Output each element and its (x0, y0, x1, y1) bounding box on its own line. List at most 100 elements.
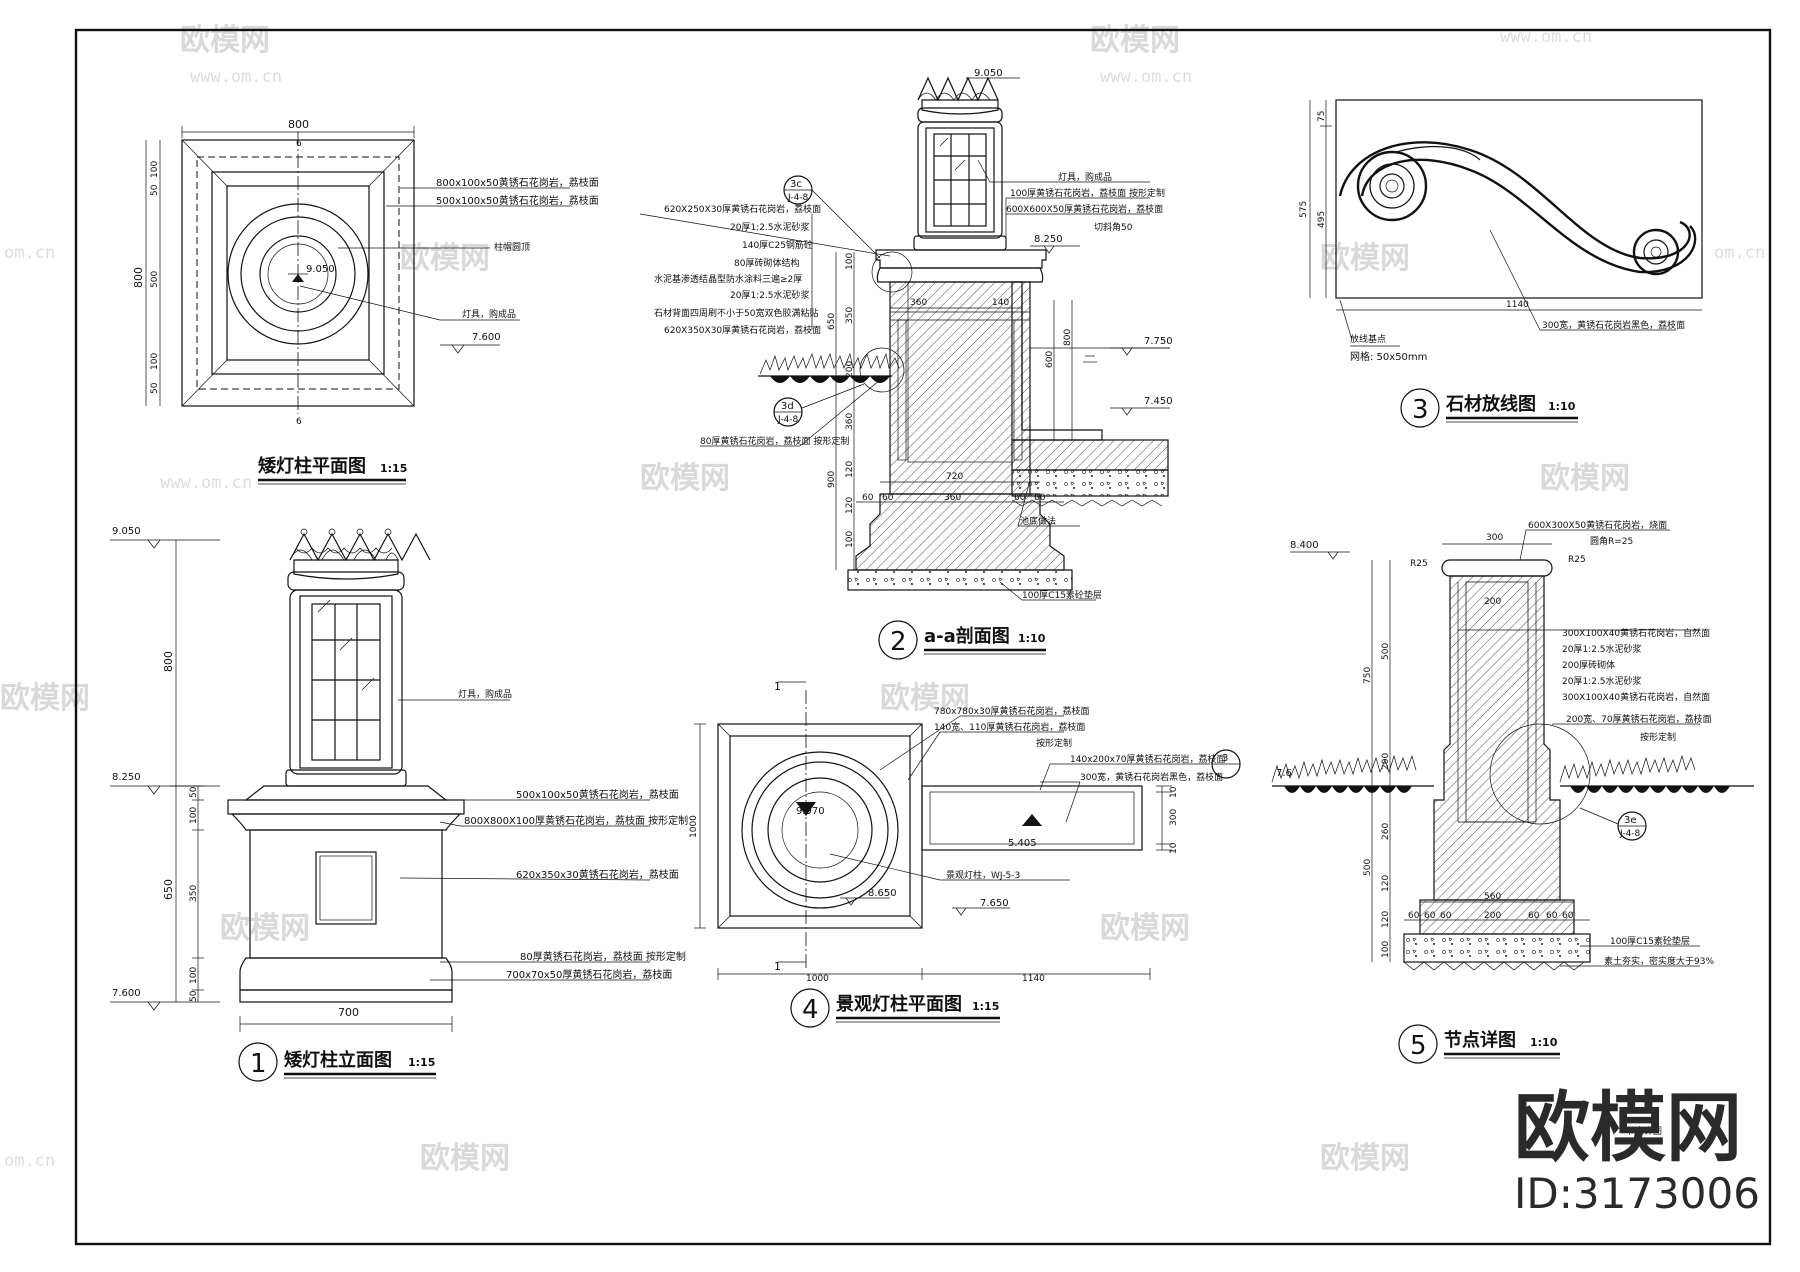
view-number-badge (1398, 1024, 1438, 1064)
landscape-dim: 1000 (806, 974, 829, 984)
section-elev-water: 7.750 (1144, 336, 1173, 347)
watermark-url: www.om.cn (1100, 67, 1192, 87)
elev-top: 9.050 (112, 526, 141, 537)
elev-base: 7.600 (112, 988, 141, 999)
section-label: 620X350X30厚黄锈石花岗岩，荔枝面 (664, 324, 821, 336)
node-label: 600X300X50黄锈石花岗岩，烧面 (1528, 519, 1667, 531)
watermark-brand: 欧模网 (400, 241, 490, 276)
section-dim: 900 (827, 471, 837, 488)
elev-low-title: 矮灯柱立面图 (284, 1049, 392, 1071)
elev-number: 1 (250, 1049, 267, 1079)
landscape-callout: 3 (1222, 753, 1228, 764)
watermark-brand: 欧模网 (1320, 1141, 1410, 1176)
view-number-badge (1400, 388, 1440, 428)
lantern-glass (311, 603, 381, 761)
grass-symbol (758, 352, 900, 383)
node-label: 100厚C15素砼垫层 (1610, 935, 1690, 947)
landscape-elev-center: 9.970 (796, 806, 825, 817)
node-elev-ground: 7.6 (1276, 768, 1292, 779)
watermark-brand: 欧模网 (640, 461, 730, 496)
plan-elev-center: 9.050 (306, 264, 335, 275)
section-label: 80厚黄锈石花岗岩，荔枝面 按形定制 (700, 435, 849, 447)
landscape-label: 按形定制 (1036, 737, 1072, 749)
brand-watermark-text: 欧模网 (1514, 1083, 1742, 1172)
elev-low-scale: 1:15 (408, 1056, 435, 1069)
plan-dim-width: 800 (288, 118, 309, 131)
section-dim: 360 (910, 298, 927, 308)
landscape-dim: 300 (1169, 809, 1179, 826)
grass-symbol (1271, 754, 1754, 793)
section-dim: 120 (845, 461, 855, 478)
layout-scale: 1:10 (1548, 400, 1576, 413)
elevation-low-lamp-view: 9.050 8.250 7.600 800 50 100 650 350 100… (110, 526, 688, 1082)
view-number-badge (238, 1042, 278, 1082)
section-dim: 60 (1014, 493, 1026, 503)
node-dim: 260 (1381, 823, 1391, 840)
watermark-brand: 欧模网 (1540, 461, 1630, 496)
watermark-brand: 欧模网 (220, 911, 310, 946)
node-title: 节点详图 (1444, 1029, 1516, 1051)
plan-low-title: 矮灯柱平面图 (258, 455, 366, 477)
section-label: 100厚C15素砼垫层 (1022, 589, 1102, 601)
watermark-brand: 欧模网 (420, 1141, 510, 1176)
watermark-layer: 欧模网 www.om.cn 欧模网 www.om.cn www.om.cn 欧模… (0, 23, 1765, 1176)
landscape-label: 景观灯柱，WJ-5-3 (946, 869, 1020, 881)
section-label: 600X600X50厚黄锈石花岗岩，荔枝面 (1006, 203, 1163, 215)
layout-title: 石材放线图 (1445, 393, 1536, 415)
section-dim: 100 (845, 253, 855, 270)
plan-dim: 50 (150, 382, 160, 394)
section-elev-bottom: 7.450 (1144, 396, 1173, 407)
section-dim: 60 (882, 493, 894, 503)
section-dim: 140 (992, 298, 1009, 308)
brand-watermark: 欧模网 ID:3173006 (1514, 1083, 1760, 1218)
layout-label: 网格: 50x50mm (1350, 350, 1427, 363)
scroll-band-outer (1338, 141, 1691, 260)
section-dim: 200 (845, 361, 855, 378)
section-dim: 350 (845, 307, 855, 324)
plan-dim-height: 800 (132, 267, 145, 288)
watermark-url: om.cn (1714, 243, 1765, 263)
plan-dim: 6 (296, 417, 302, 427)
section-mark-top: 1 (774, 680, 781, 693)
wall-section-hatch (1433, 575, 1561, 901)
node-dim: 200 (1381, 753, 1391, 770)
watermark-url: www.om.cn (190, 67, 282, 87)
plan-dim: 50 (150, 184, 160, 196)
node-callout-sub: J-4-8 (1619, 829, 1641, 839)
node-label: 200厚砖砌体 (1562, 659, 1615, 671)
landscape-elev-pool: 5.405 (1008, 838, 1037, 849)
node-callout: 3e (1624, 815, 1637, 826)
elev-dim: 350 (189, 885, 199, 902)
section-label: 水泥基渗透结晶型防水涂料三遍≥2厚 (654, 273, 802, 285)
landscape-dim: 1140 (1022, 974, 1045, 984)
section-dim: 360 (944, 493, 961, 503)
plan-low-scale: 1:15 (380, 462, 407, 475)
callout-top-sub: J-4-8 (787, 193, 809, 203)
section-aa-view: 3c J-4-8 3d J-4-8 9.050 8.250 7.750 7.45… (639, 68, 1173, 660)
node-label: 200宽、70厚黄锈石花岗岩，荔枝面 (1566, 713, 1712, 725)
plan-label: 500x100x50黄锈石花岗岩，荔枝面 (436, 194, 599, 207)
watermark-url: om.cn (4, 243, 55, 263)
stone-layout-view: 75 495 575 1140 300宽，黄锈石花岗岩黑色，荔枝面 放线基点 网… (1299, 99, 1703, 428)
node-dim: 120 (1381, 875, 1391, 892)
watermark-id: ID:3173006 (1514, 1169, 1760, 1218)
landscape-number: 4 (802, 995, 819, 1025)
node-dim: 120 (1381, 911, 1391, 928)
node-detail-view: 3e J-4-8 8.400 7.6 750 500 200 260 500 1… (1271, 519, 1754, 1137)
elev-label: 80厚黄锈石花岗岩，荔枝面 按形定制 (520, 950, 686, 963)
landscape-elev-b: 7.650 (980, 898, 1009, 909)
landscape-label: 300宽，黄锈石花岗岩黑色，荔枝面 (1080, 771, 1223, 783)
node-radius-b: R25 (1568, 555, 1586, 565)
elev-label: 800X800X100厚黄锈石花岗岩，荔枝面 按形定制 (464, 814, 688, 827)
plan-label: 柱帽圆顶 (494, 241, 530, 253)
callout-bottom-sub: J-4-8 (777, 415, 799, 425)
plan-dim: 100 (150, 161, 160, 178)
lamp-crown-ornament (289, 528, 431, 562)
layout-number: 3 (1412, 395, 1429, 425)
layout-label: 300宽，黄锈石花岗岩黑色，荔枝面 (1542, 319, 1685, 331)
crown-ornament (917, 76, 999, 102)
elev-dim: 650 (162, 879, 175, 900)
node-label: 按形定制 (1640, 731, 1676, 743)
section-number: 2 (890, 627, 907, 657)
